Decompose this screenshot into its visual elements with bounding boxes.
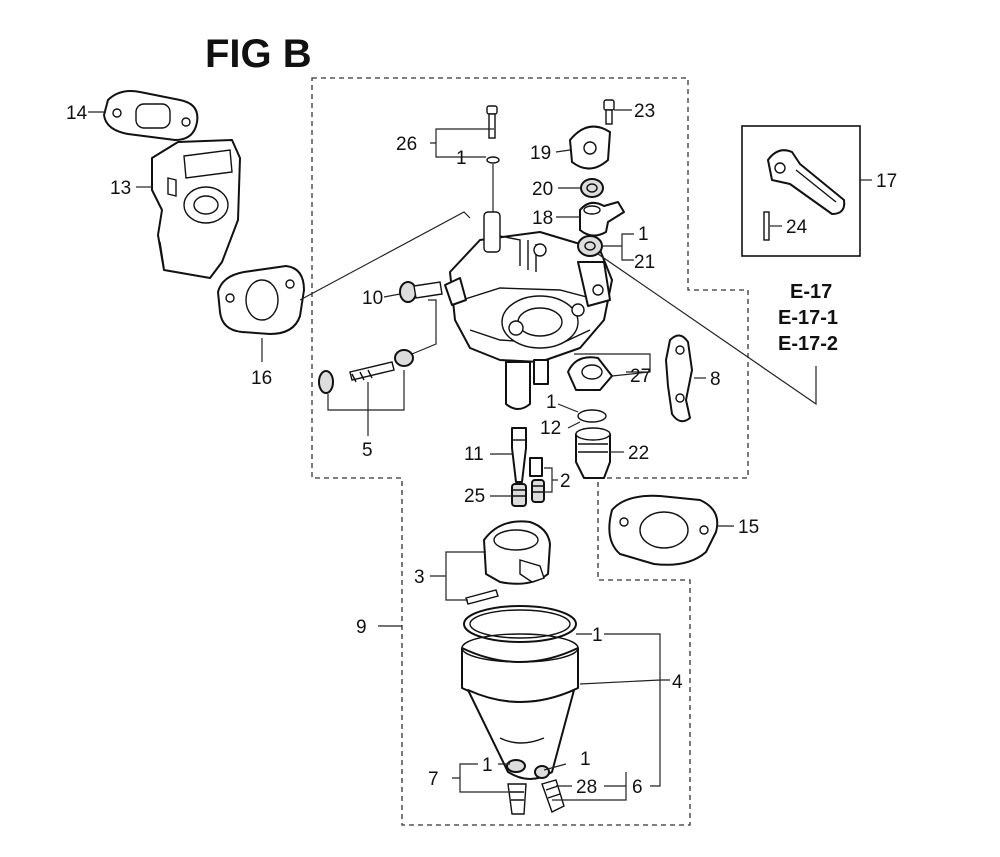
callout-8: 8 — [710, 369, 721, 390]
callout-5: 5 — [362, 440, 373, 461]
part-20-nut — [580, 178, 604, 198]
callout-23: 23 — [634, 101, 655, 122]
callout-14: 14 — [66, 103, 88, 124]
leader-lines — [88, 109, 872, 801]
reference-e17: E-17 — [790, 281, 832, 303]
callout-3: 3 — [414, 567, 425, 588]
part-15-gasket — [608, 494, 719, 566]
part-17-choke-lever — [767, 149, 846, 215]
assembly-boundary-9 — [311, 77, 749, 826]
part-7-washer-screw — [506, 759, 527, 815]
callout-9: 9 — [356, 617, 367, 638]
carburetor-body — [444, 211, 613, 410]
callout-24: 24 — [786, 217, 808, 238]
callout-18: 18 — [532, 208, 553, 229]
inset-box-17 — [741, 125, 861, 257]
callout-7: 7 — [428, 769, 439, 790]
reference-labels: E-17 E-17-1 E-17-2 — [778, 281, 838, 355]
part-19-cap — [569, 125, 611, 170]
part-12-o-ring — [577, 409, 607, 423]
callout-4: 4 — [672, 672, 683, 693]
part-25-spring — [511, 479, 545, 507]
part-24-pin — [763, 211, 770, 241]
callout-6-qty: 1 — [580, 749, 591, 770]
part-22-jet-holder — [575, 427, 611, 479]
callout-21: 21 — [634, 252, 655, 273]
callout-6: 6 — [632, 777, 643, 798]
reference-e17-1: E-17-1 — [778, 307, 838, 329]
callout-16: 16 — [251, 368, 272, 389]
callout-26: 26 — [396, 134, 417, 155]
callout-13: 13 — [110, 178, 131, 199]
part-16-gasket — [217, 265, 305, 335]
callout-15: 15 — [738, 517, 759, 538]
callout-18-qty: 1 — [638, 224, 649, 245]
callout-10: 10 — [362, 288, 383, 309]
callout-17: 17 — [876, 171, 897, 192]
part-3-float — [465, 520, 551, 605]
part-14-gasket — [103, 90, 199, 141]
callout-2: 2 — [560, 471, 571, 492]
part-11-needle — [511, 427, 527, 483]
part-8-gasket — [665, 334, 693, 423]
callout-27: 27 — [630, 366, 651, 387]
callout-25: 25 — [464, 486, 485, 507]
reference-e17-2: E-17-2 — [778, 333, 838, 355]
part-21-seal — [577, 235, 603, 257]
callout-19: 19 — [530, 143, 551, 164]
callout-22: 22 — [628, 443, 649, 464]
part-18-collar — [579, 201, 625, 237]
callout-12-qty: 1 — [546, 392, 557, 413]
part-10-screw — [399, 281, 443, 303]
callout-11: 11 — [464, 444, 484, 465]
callout-26-qty: 1 — [456, 148, 467, 169]
callout-7-qty: 1 — [482, 755, 493, 776]
callout-28: 28 — [576, 777, 597, 798]
figure-title: FIG B — [205, 32, 312, 76]
callout-20: 20 — [532, 179, 553, 200]
part-23-screw — [603, 99, 615, 125]
part-2-jet — [529, 457, 543, 477]
part-4-float-bowl — [461, 605, 579, 780]
part-27-part — [567, 356, 613, 391]
part-26-screw — [486, 105, 500, 164]
callout-12: 12 — [540, 418, 561, 439]
callout-labels: 14 13 16 26 1 23 19 20 18 1 21 10 5 27 8… — [66, 101, 897, 798]
part-5-pilot-screw — [318, 349, 414, 394]
callout-4-qty: 1 — [592, 625, 603, 646]
part-13-bracket — [151, 139, 241, 279]
part-28-drain-screw — [534, 765, 565, 813]
